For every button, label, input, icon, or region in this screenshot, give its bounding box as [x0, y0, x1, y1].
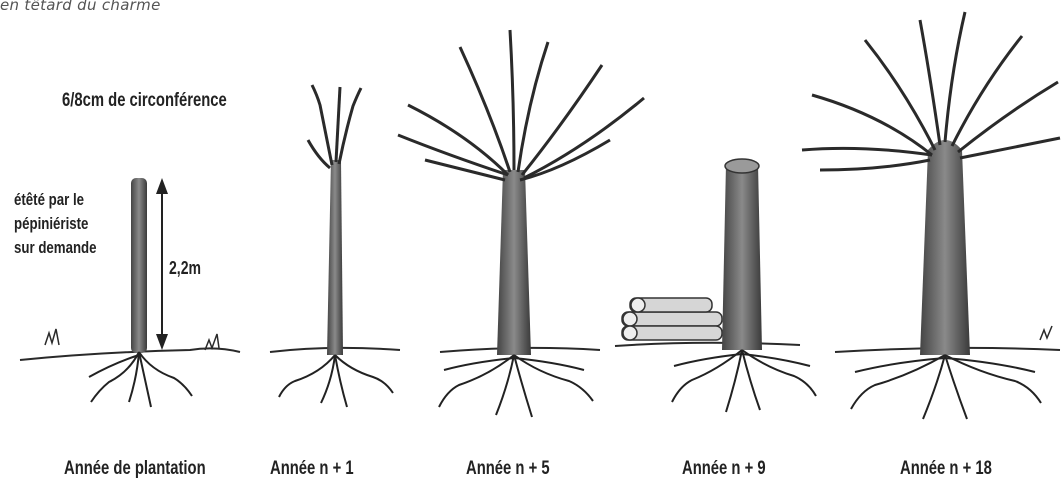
crown-stage-3 — [398, 30, 644, 180]
roots-stage-4 — [672, 350, 816, 412]
tree-stage-n9 — [622, 159, 816, 412]
tree-stage-plantation — [89, 178, 192, 407]
topped-note-line-1: étêté par le — [14, 188, 97, 212]
topped-note-line-2: pépiniériste — [14, 212, 97, 236]
stage-label-plantation: Année de plantation — [64, 458, 206, 480]
stage-label-n5: Année n + 5 — [466, 458, 550, 480]
topped-note-line-3: sur demande — [14, 236, 97, 260]
crown-stage-5 — [802, 12, 1060, 170]
roots-stage-5 — [851, 355, 1041, 419]
circumference-label: 6/8cm de circonférence — [62, 90, 227, 112]
tree-stage-n5 — [398, 30, 644, 417]
stage-label-n18: Année n + 18 — [900, 458, 992, 480]
tree-stage-n1 — [279, 85, 393, 407]
sprouts-stage-2 — [308, 85, 361, 168]
topped-note: étêté par le pépiniériste sur demande — [14, 188, 97, 260]
stage-label-n1: Année n + 1 — [270, 458, 354, 480]
stage-label-n9: Année n + 9 — [682, 458, 766, 480]
roots-stage-2 — [279, 355, 393, 407]
height-arrow — [156, 178, 168, 350]
roots-stage-1 — [89, 352, 192, 407]
height-label: 2,2m — [169, 258, 201, 279]
tree-stage-n18 — [802, 12, 1060, 419]
ground-lines — [20, 326, 1060, 360]
log-pile — [622, 298, 722, 340]
roots-stage-3 — [439, 355, 593, 417]
